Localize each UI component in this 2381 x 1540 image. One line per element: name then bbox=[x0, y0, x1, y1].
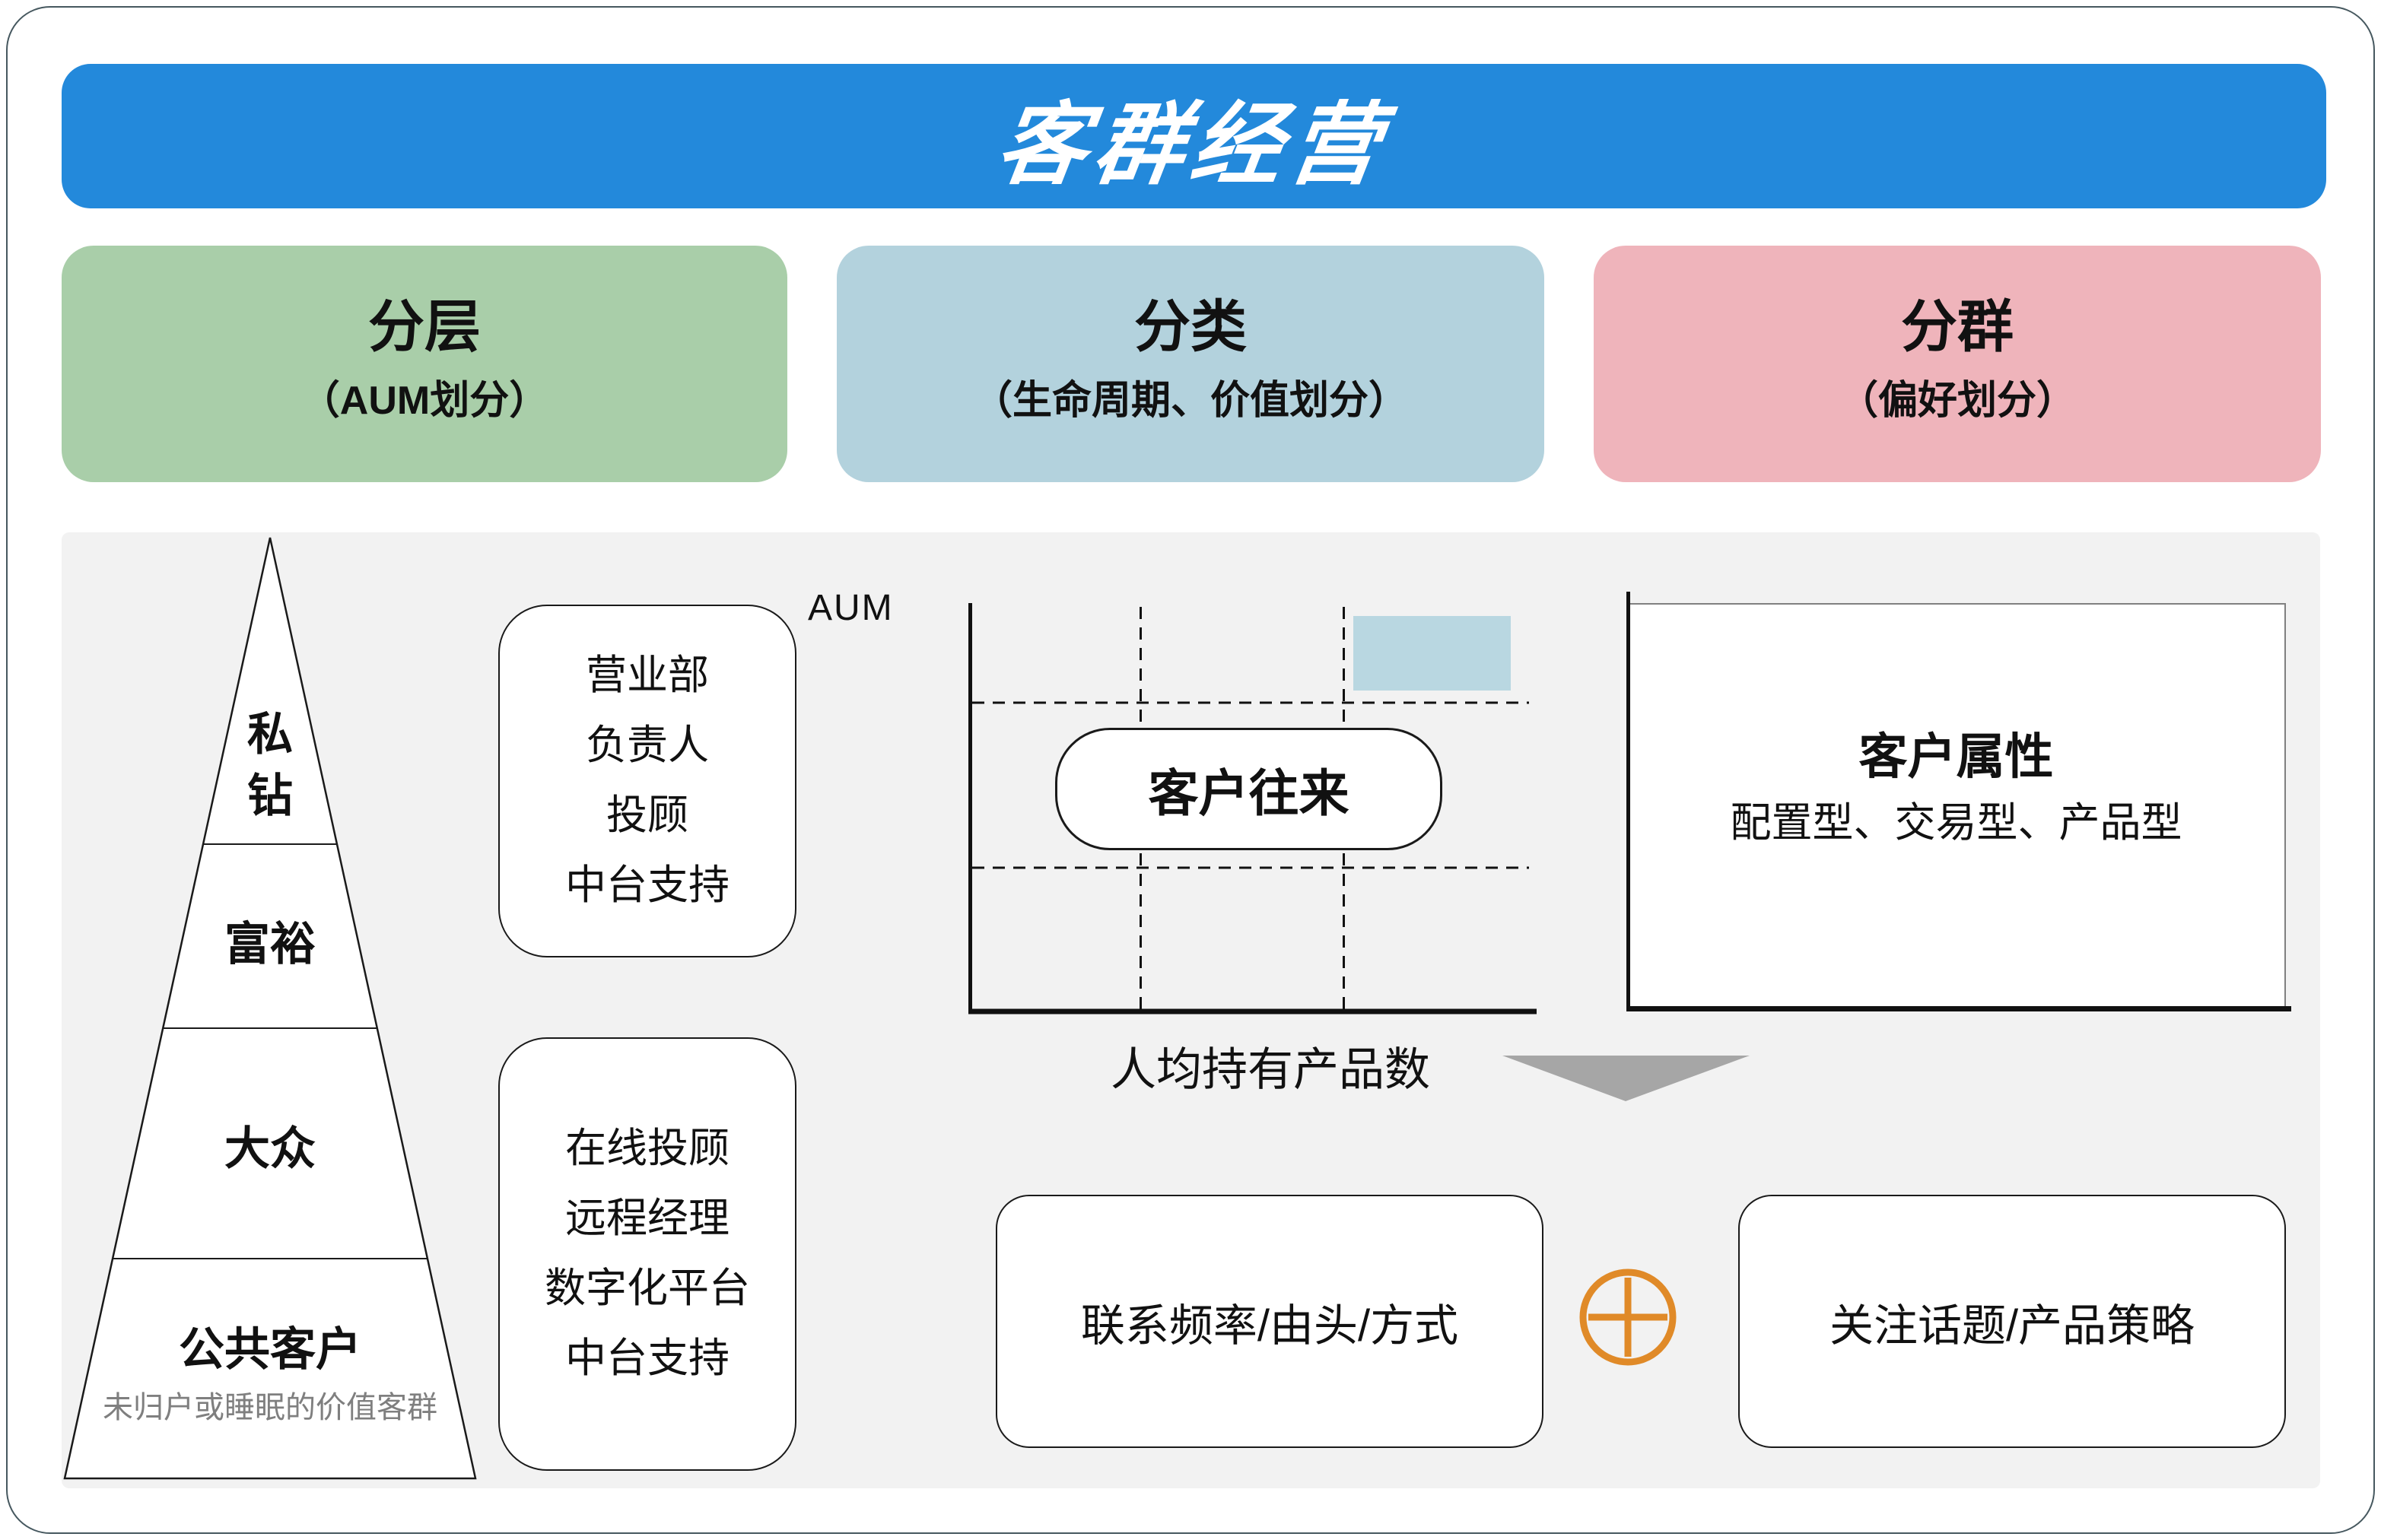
chart-y-axis-label: AUM bbox=[808, 588, 894, 628]
pyramid-level-4-note: 未归户或睡眠的价值客群 bbox=[103, 1391, 437, 1424]
pyramid-level-4: 公共客户 bbox=[179, 1324, 361, 1375]
pyramid-level-1: 私钻 bbox=[247, 709, 293, 821]
chart-x-axis-label: 人均持有产品数 bbox=[1111, 1044, 1430, 1095]
support-box-online: 在线投顾 远程经理 数字化平台 中台支持 bbox=[498, 1037, 796, 1471]
support-line: 中台支持 bbox=[565, 1335, 730, 1381]
pyramid-level-3: 大众 bbox=[224, 1123, 316, 1174]
support-line: 投顾 bbox=[606, 792, 688, 838]
bubble-customer-relations: 客户往来 bbox=[1055, 728, 1442, 850]
pyramid-level-2: 富裕 bbox=[224, 919, 316, 970]
customer-attributes-box: 客户属性 配置型、交易型、产品型 bbox=[1628, 603, 2286, 1010]
pyramid-graphic bbox=[63, 537, 477, 1480]
support-line: 远程经理 bbox=[565, 1195, 730, 1242]
category-box-layering: 分层 （AUM划分） bbox=[62, 246, 787, 482]
contact-strategy-label: 联系频率/由头/方式 bbox=[1080, 1300, 1459, 1351]
topic-strategy-box: 关注话题/产品策略 bbox=[1738, 1195, 2286, 1448]
category-title: 分类 bbox=[1134, 295, 1247, 358]
category-title: 分层 bbox=[368, 295, 481, 358]
plus-icon bbox=[1579, 1269, 1677, 1366]
page-title: 客群经营 bbox=[990, 94, 1395, 195]
attributes-axis-left bbox=[1626, 592, 1630, 1011]
category-box-grouping: 分群 （偏好划分） bbox=[1594, 246, 2321, 482]
category-subtitle: （偏好划分） bbox=[1838, 379, 2076, 423]
category-box-classification: 分类 （生命周期、价值划分） bbox=[837, 246, 1544, 482]
highlight-cell bbox=[1353, 616, 1511, 691]
header-banner: 客群经营 bbox=[62, 64, 2326, 208]
quadrant-chart bbox=[968, 603, 1537, 1014]
topic-strategy-label: 关注话题/产品策略 bbox=[1829, 1300, 2195, 1351]
outer-frame bbox=[6, 6, 2375, 1534]
support-line: 营业部 bbox=[586, 653, 709, 699]
category-title: 分群 bbox=[1901, 295, 2014, 358]
attributes-subtitle: 配置型、交易型、产品型 bbox=[1730, 800, 2182, 846]
support-line: 数字化平台 bbox=[545, 1265, 750, 1311]
attributes-title: 客户属性 bbox=[1858, 729, 2054, 784]
support-box-branch: 营业部 负责人 投顾 中台支持 bbox=[498, 605, 796, 957]
bubble-label: 客户往来 bbox=[1148, 764, 1349, 821]
support-line: 负责人 bbox=[586, 722, 709, 769]
contact-strategy-box: 联系频率/由头/方式 bbox=[996, 1195, 1543, 1448]
category-subtitle: （生命周期、价值划分） bbox=[972, 379, 1408, 423]
support-line: 中台支持 bbox=[565, 862, 730, 908]
support-line: 在线投顾 bbox=[565, 1126, 730, 1172]
attributes-axis-bottom bbox=[1626, 1006, 2291, 1011]
arrow-down-icon bbox=[1502, 1056, 1750, 1101]
category-subtitle: （AUM划分） bbox=[300, 379, 549, 423]
